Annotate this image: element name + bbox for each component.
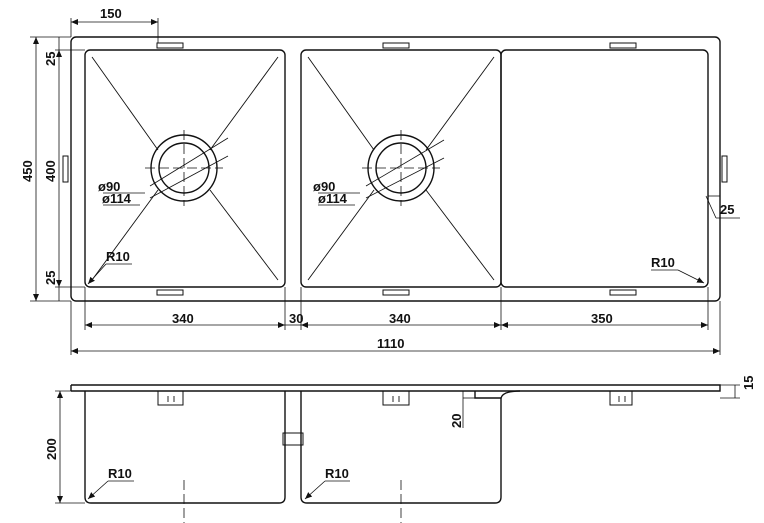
dim-1110: 1110 xyxy=(377,336,405,351)
dim-30: 30 xyxy=(289,311,303,326)
left-bowl-r10-label: R10 xyxy=(106,249,130,264)
dim-450: 450 xyxy=(20,160,35,182)
left-waste-90-label: ø90 xyxy=(98,179,120,194)
plan-view: 150 450 400 25 25 25 ø90 ø114 ø90 ø114 R… xyxy=(20,6,740,355)
section-view: 200 20 15 R10 R10 xyxy=(44,376,756,523)
dim-350: 350 xyxy=(591,311,613,326)
dim-150: 150 xyxy=(100,6,122,21)
dim-25-drainer: 25 xyxy=(720,202,734,217)
right-bowl-section xyxy=(300,398,502,504)
right-waste-114-label: ø114 xyxy=(318,191,348,206)
dim-340-left: 340 xyxy=(172,311,194,326)
mounting-clips xyxy=(62,42,728,296)
dim-340-right: 340 xyxy=(389,311,411,326)
right-waste-90-label: ø90 xyxy=(313,179,335,194)
left-bowl xyxy=(84,49,286,288)
dim-25-bottom: 25 xyxy=(43,271,58,285)
left-bowl-section xyxy=(84,391,286,504)
dim-25-top: 25 xyxy=(43,52,58,66)
dim-20: 20 xyxy=(449,414,464,428)
drainer-r10-label: R10 xyxy=(651,255,675,270)
sink-outline xyxy=(70,36,721,302)
divider-clip xyxy=(282,432,304,446)
dim-400: 400 xyxy=(43,160,58,182)
right-bowl xyxy=(300,49,502,288)
section-right-r10-label: R10 xyxy=(325,466,349,481)
drainer-area xyxy=(500,49,709,288)
drainer-section xyxy=(474,390,521,399)
dim-200: 200 xyxy=(44,438,59,460)
section-left-r10-label: R10 xyxy=(108,466,132,481)
left-waste-114-label: ø114 xyxy=(102,191,132,206)
dim-15: 15 xyxy=(741,376,756,390)
